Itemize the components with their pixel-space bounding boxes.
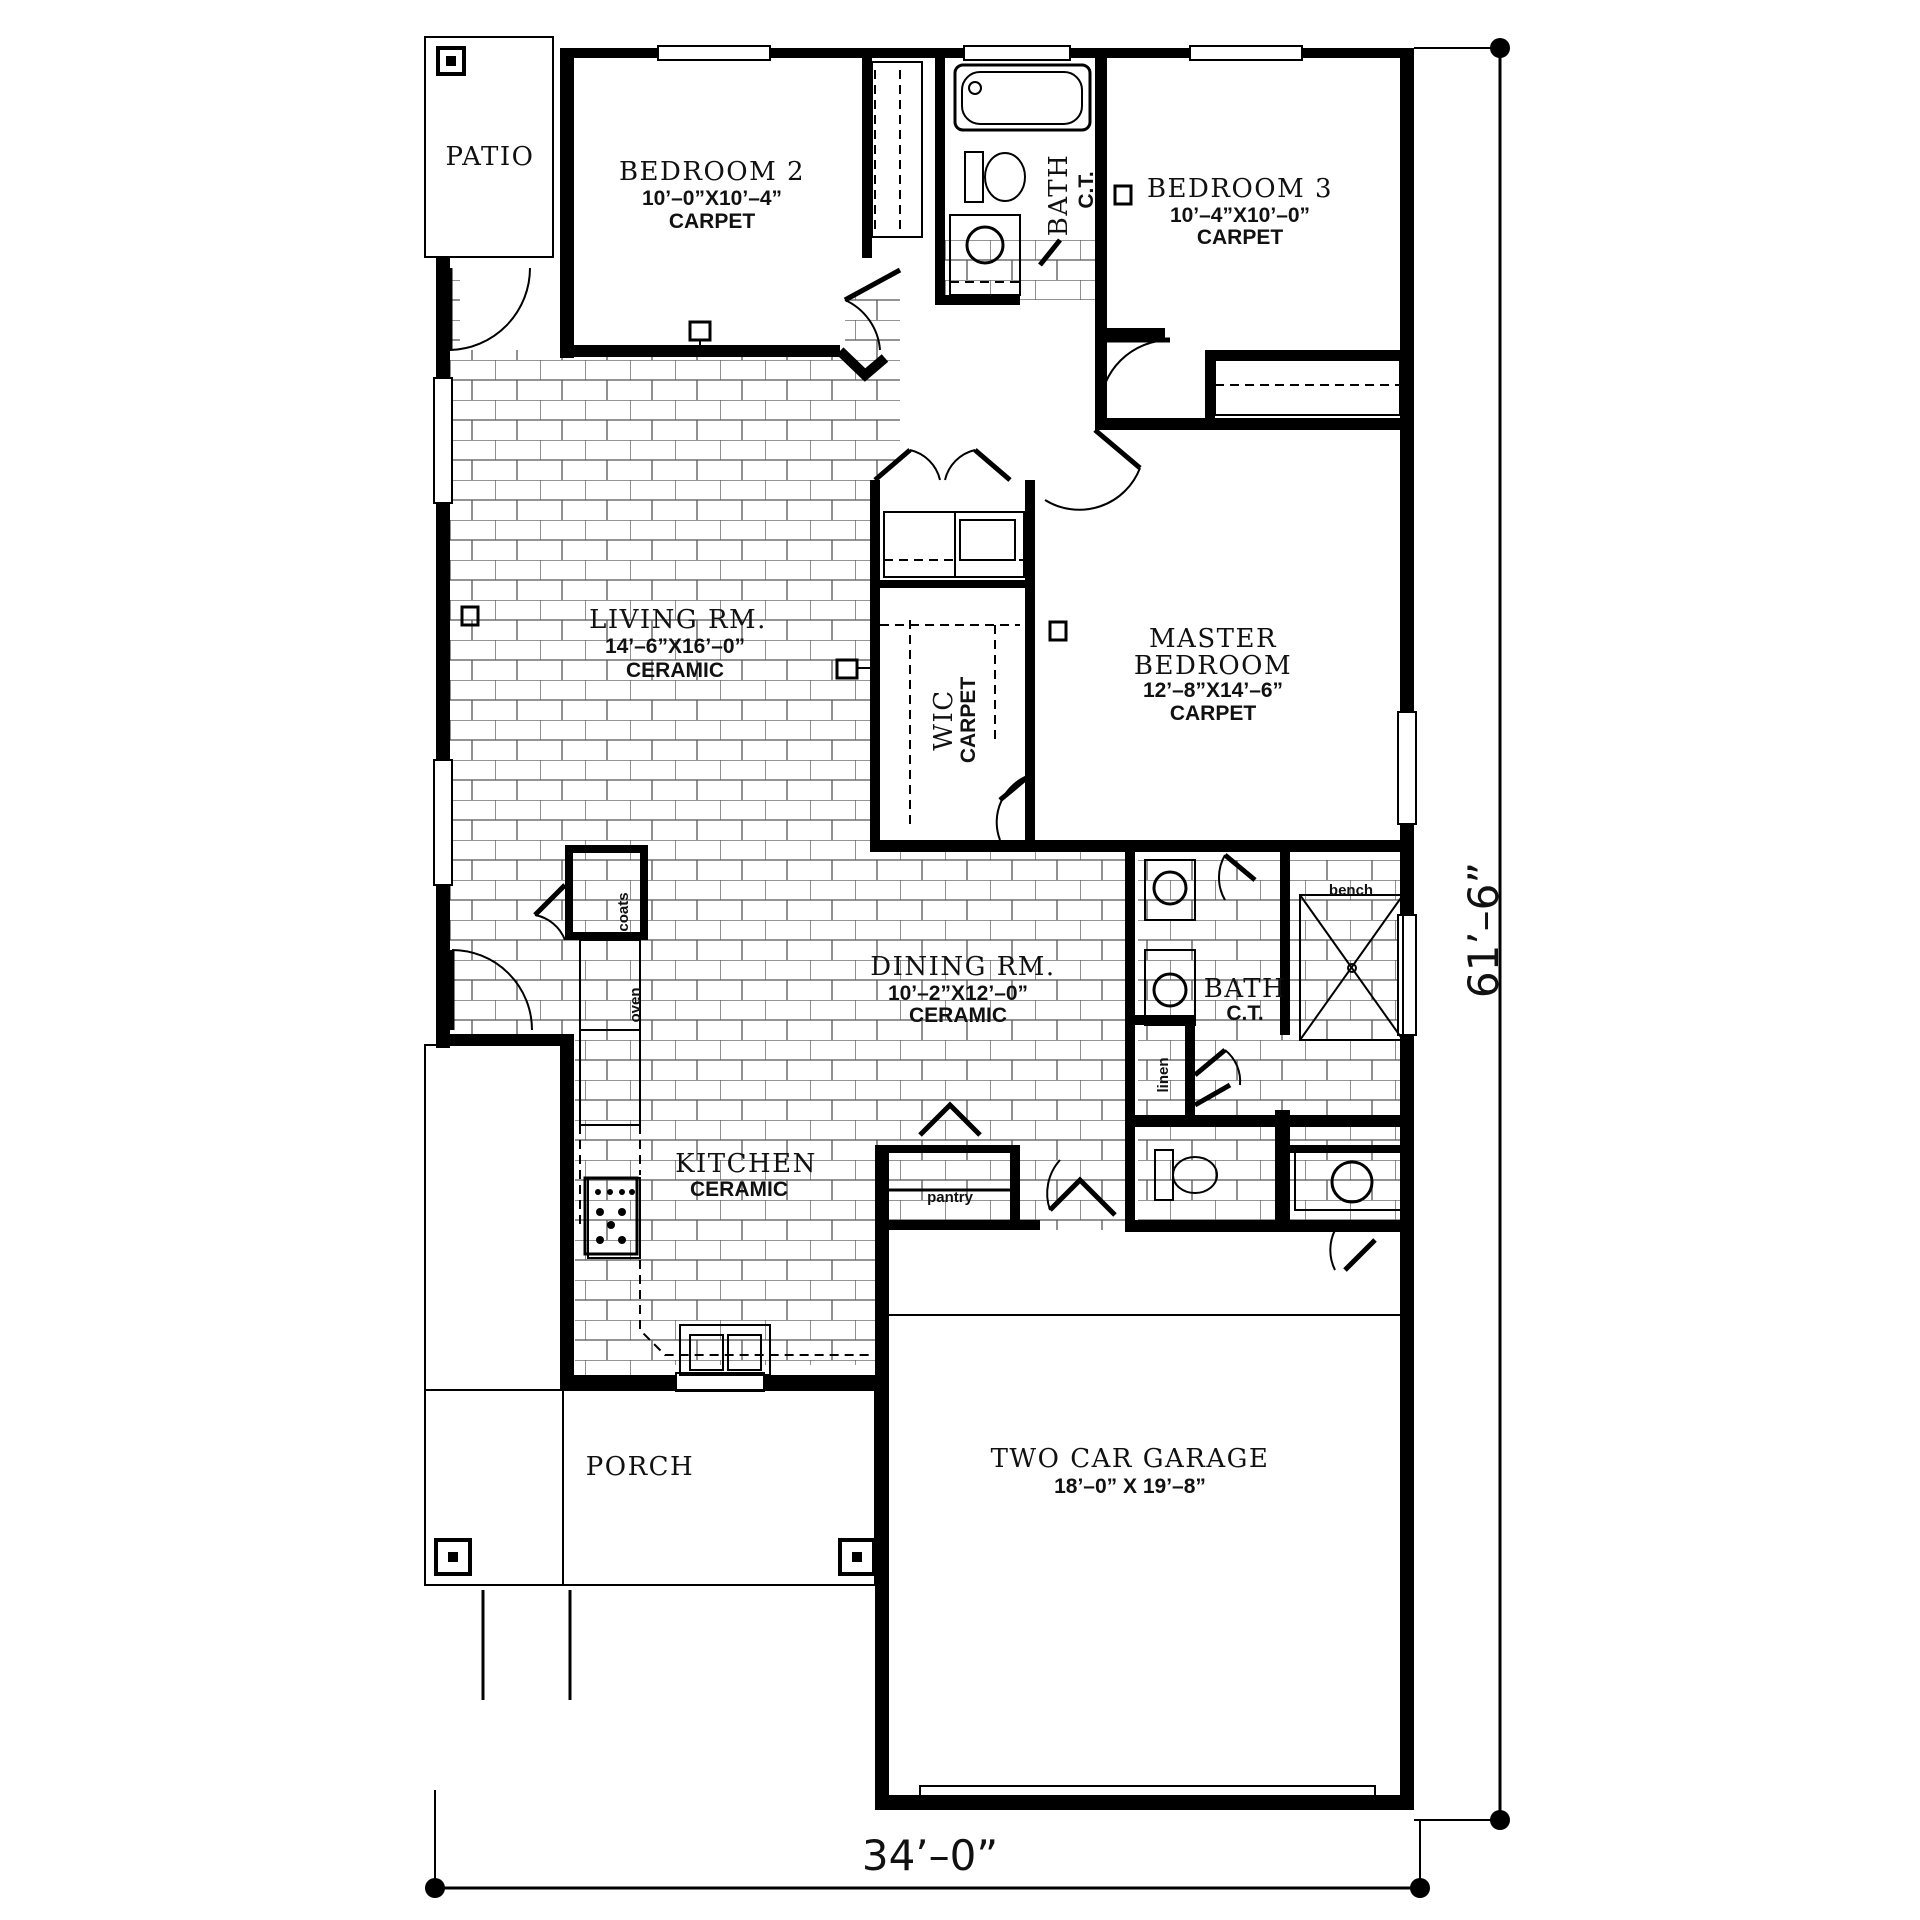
bath1-floor: C.T. [1075,171,1098,208]
room-labels: PATIO BEDROOM 2 10’–0”X10’–4” CARPET BAT… [446,142,1333,1498]
depth-dimension: 61’–6” [1459,862,1508,998]
cabinetry [579,61,1401,1376]
wic-name: WIC [929,689,959,750]
range-icon [583,1176,639,1256]
alarm-icon [688,320,712,342]
kitchen-floor: CERAMIC [690,1178,788,1201]
master-name-1: MASTER [1149,624,1277,654]
fixture-labels: coats oven pantry linen bench [615,882,1373,1206]
coats-label: coats [615,892,632,931]
bedroom2-size: 10’–0”X10’–4” [642,187,782,210]
bath1-fixtures [949,63,1092,296]
dimension-depth: 61’–6” [1414,38,1510,1830]
living-floor: CERAMIC [626,659,724,682]
bath1-name: BATH [1044,154,1074,236]
master-size: 12’–8”X14’–6” [1143,679,1283,702]
living-dining-tile [440,268,1130,1375]
bath2-fixtures [1144,859,1404,1211]
dining-name: DINING RM. [870,952,1055,982]
porch-name: PORCH [586,1452,694,1482]
dimension-width: 34’–0” [425,1790,1430,1898]
garage-name: TWO CAR GARAGE [991,1444,1270,1474]
pantry-label: pantry [927,1189,974,1206]
bath2-floor: C.T. [1226,1002,1263,1025]
linen-label: linen [1155,1057,1172,1092]
tv-icon [1048,620,1068,642]
windows [433,45,1417,1392]
bedroom2-name: BEDROOM 2 [619,157,805,187]
bedroom3-size: 10’–4”X10’–0” [1170,204,1310,227]
tv-icon [1113,184,1133,206]
bench-label: bench [1329,882,1373,899]
kitchen-name: KITCHEN [675,1149,817,1179]
master-floor: CARPET [1170,702,1257,725]
wic-floor: CARPET [957,677,980,764]
bedroom3-floor: CARPET [1197,226,1284,249]
dining-floor: CERAMIC [909,1004,1007,1027]
bedroom2-floor: CARPET [669,210,756,233]
tv-icon [460,605,480,627]
porch [424,1044,564,1586]
garage-door [919,1785,1376,1797]
master-name-2: BEDROOM [1134,651,1292,681]
garage-size: 18’–0” X 19’–8” [1054,1475,1206,1498]
living-name: LIVING RM. [589,605,767,635]
width-dimension: 34’–0” [862,1831,998,1880]
bath2-name: BATH [1204,974,1286,1004]
doors [447,238,1377,1272]
oven-label: oven [627,987,644,1022]
bedroom3-name: BEDROOM 3 [1147,174,1333,204]
patio-label: PATIO [446,142,535,172]
symbols [460,184,1133,680]
dining-size: 10’–2”X12’–0” [888,982,1028,1005]
living-size: 14’–6”X16’–0” [605,635,745,658]
